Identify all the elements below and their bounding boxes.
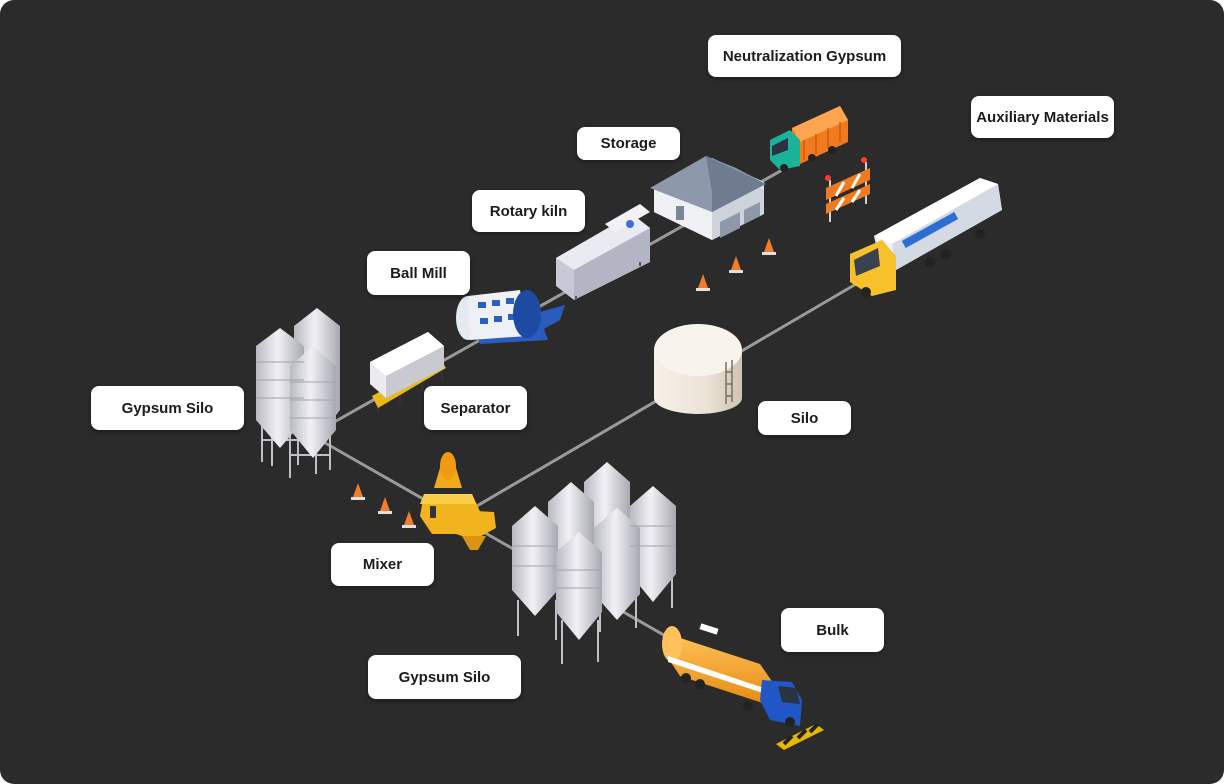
silo-icon xyxy=(256,308,340,478)
separator-label: Separator xyxy=(424,386,527,430)
bulk-label: Bulk xyxy=(781,608,884,652)
gypsum-silo-label-left: Gypsum Silo xyxy=(91,386,244,430)
ball-mill-label: Ball Mill xyxy=(367,251,470,295)
storage-label: Storage xyxy=(577,127,680,160)
bulk-truck-icon xyxy=(662,623,824,750)
rotary-kiln-label: Rotary kiln xyxy=(472,190,585,232)
silo-icon xyxy=(512,462,676,664)
rotary-kiln-icon xyxy=(556,204,650,300)
silo-label: Silo xyxy=(758,401,851,435)
storage-tank-icon xyxy=(654,324,742,414)
mixer-icon xyxy=(420,452,496,550)
storage-icon xyxy=(650,156,766,240)
gypsum-silo-label-bottom: Gypsum Silo xyxy=(368,655,521,699)
barrier-icon xyxy=(825,157,870,222)
dump-truck-icon xyxy=(770,106,848,172)
tanker-truck-icon xyxy=(850,178,1002,297)
neutralization-gypsum-label: Neutralization Gypsum xyxy=(708,35,901,77)
separator-icon xyxy=(370,332,446,414)
auxiliary-materials-label: Auxiliary Materials xyxy=(971,96,1114,138)
traffic-cone-icon xyxy=(351,238,776,528)
ball-mill-icon xyxy=(456,290,565,344)
mixer-label: Mixer xyxy=(331,543,434,586)
